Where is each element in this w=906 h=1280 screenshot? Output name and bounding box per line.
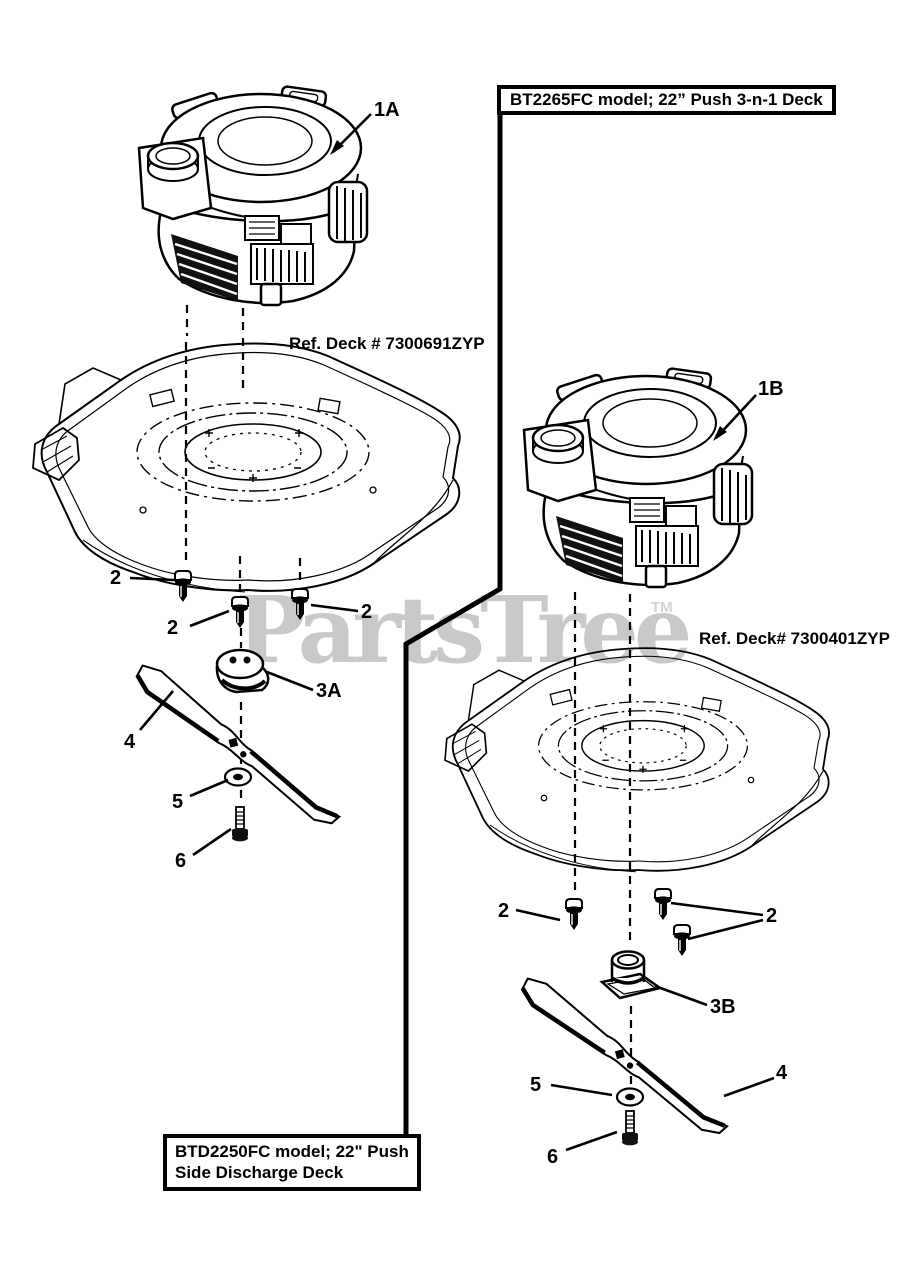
trademark-symbol: TM xyxy=(651,599,673,616)
bolt-right-3 xyxy=(673,924,691,957)
callout-2-right-1: 2 xyxy=(498,900,510,922)
blade-bolt-left xyxy=(231,806,249,843)
assembly-dashed-lines xyxy=(184,305,633,1084)
bolt-right-1 xyxy=(565,898,583,931)
callout-6-right: 6 xyxy=(547,1146,559,1168)
model-box-bt2265fc: BT2265FC model; 22” Push 3-n-1 Deck xyxy=(497,85,836,115)
callout-3a: 3A xyxy=(316,680,342,702)
ref-deck-label-right: Ref. Deck# 7300401ZYP xyxy=(699,629,890,648)
callout-2-left-1: 2 xyxy=(110,567,122,589)
washer-left xyxy=(223,767,253,787)
blade-adapter-3a xyxy=(214,648,271,694)
partstree-watermark: PartsTree xyxy=(236,576,692,684)
bolt-right-2 xyxy=(654,888,672,921)
callout-2-left-3: 2 xyxy=(361,601,373,623)
model-box-bottom-line1: BTD2250FC model; 22" Push xyxy=(175,1142,409,1161)
deck-right-drawing xyxy=(444,647,830,873)
model-box-bottom-line2: Side Discharge Deck xyxy=(175,1163,344,1183)
engine-1a-drawing xyxy=(137,84,369,307)
model-box-btd2250fc: BTD2250FC model; 22" Push Side Discharge… xyxy=(163,1134,421,1191)
callout-5-right: 5 xyxy=(530,1074,542,1096)
callout-5-left: 5 xyxy=(172,791,184,813)
ref-deck-label-left: Ref. Deck # 7300691ZYP xyxy=(289,334,485,353)
blade-bolt-right xyxy=(621,1110,639,1147)
section-divider-line xyxy=(403,111,503,1137)
leader-arrowhead-1b xyxy=(713,426,727,441)
washer-right xyxy=(615,1087,645,1107)
blade-right-drawing xyxy=(516,973,730,1143)
engine-1b-drawing xyxy=(522,366,754,589)
model-box-top-label: BT2265FC model; 22” Push 3-n-1 Deck xyxy=(510,90,823,109)
callout-1b: 1B xyxy=(758,378,784,400)
callout-1a: 1A xyxy=(374,99,400,121)
callout-4-left: 4 xyxy=(124,731,136,753)
bolt-left-3 xyxy=(291,588,309,621)
bolt-left-2 xyxy=(231,596,249,629)
callout-3b: 3B xyxy=(710,996,736,1018)
blade-adapter-3b xyxy=(600,949,662,1000)
callout-2-left-2: 2 xyxy=(167,617,179,639)
deck-left-drawing xyxy=(32,342,461,593)
leader-arrowhead-1a xyxy=(330,140,344,155)
callout-6-left: 6 xyxy=(175,850,187,872)
callout-4-right: 4 xyxy=(776,1062,788,1084)
callout-2-right-2: 2 xyxy=(766,905,778,927)
